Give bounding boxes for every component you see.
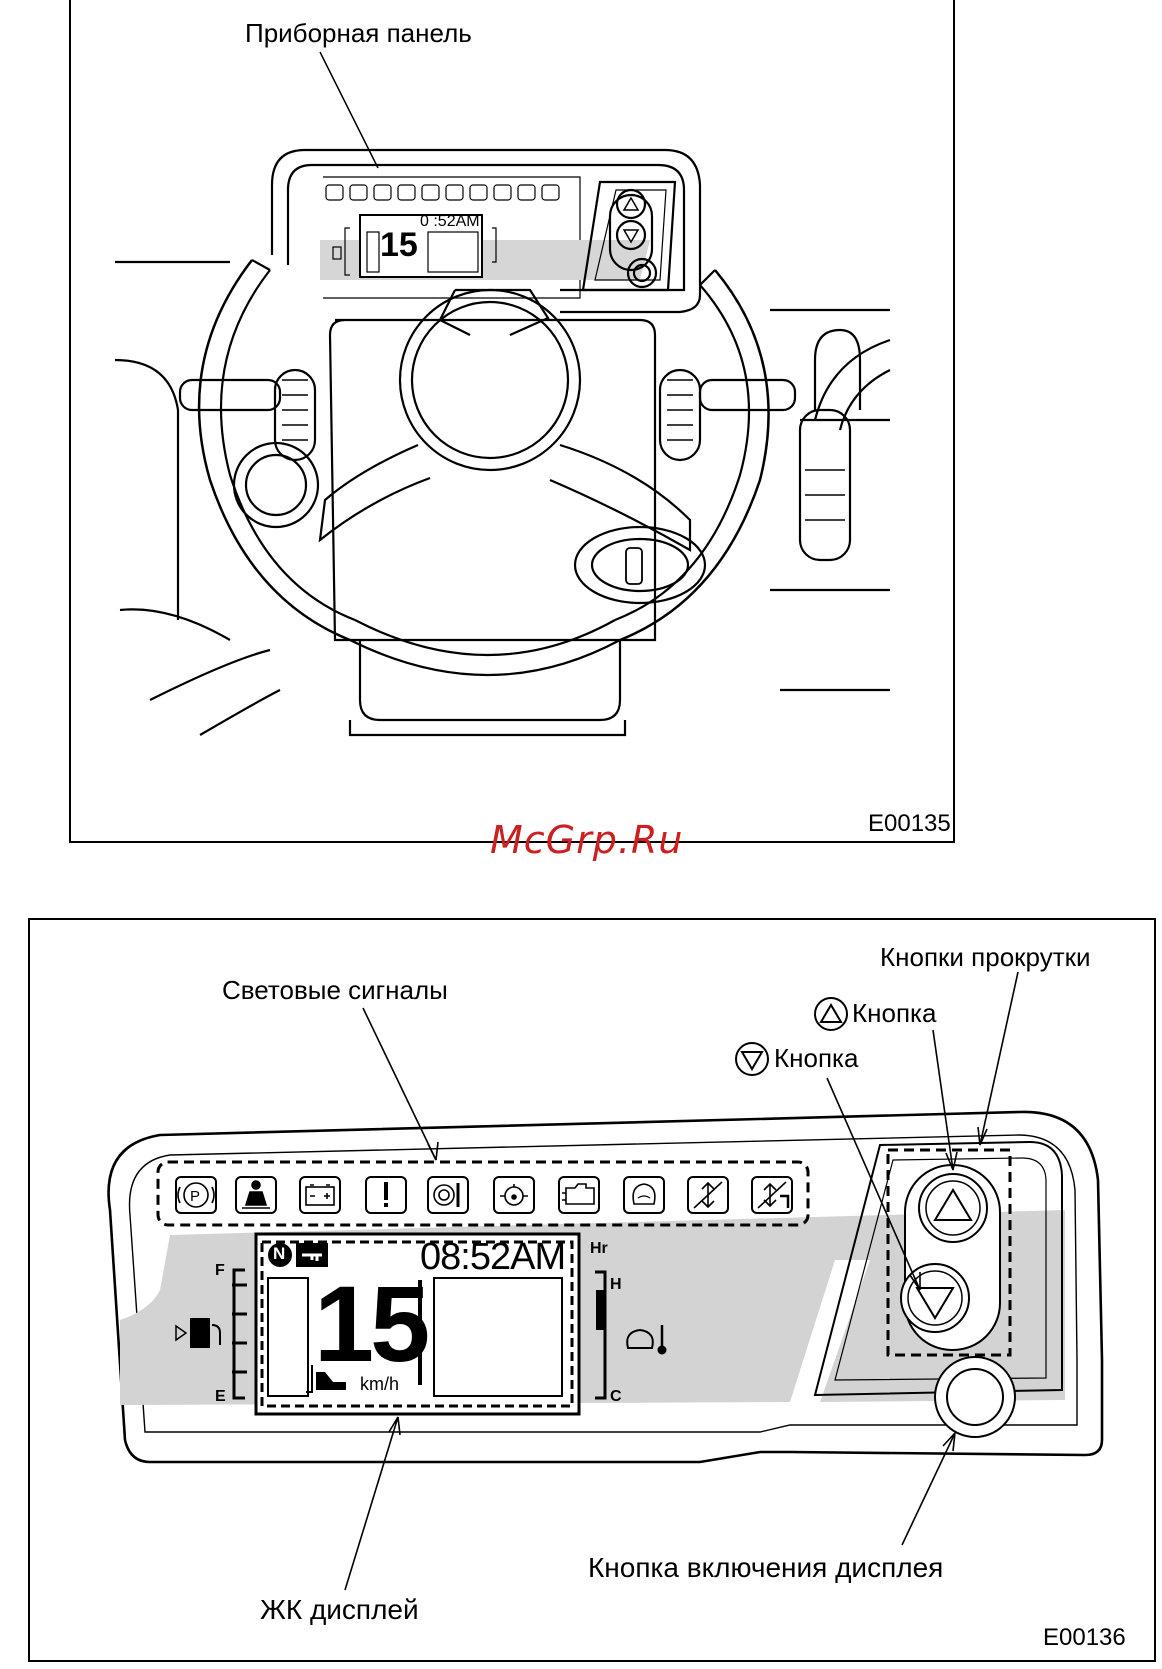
fuel-full-label: F — [215, 1262, 225, 1280]
lcd-neutral: N — [273, 1245, 285, 1262]
fig2-code: E00136 — [1043, 1624, 1126, 1652]
callout-signals: Световые сигналы — [222, 975, 448, 1006]
up-button-marker-icon — [815, 998, 847, 1030]
callout-lcd: ЖК дисплей — [260, 1594, 419, 1626]
fuel-empty-label: E — [215, 1388, 226, 1406]
callout-down-button: Кнопка — [774, 1043, 858, 1074]
lcd-time: 08:52AM — [420, 1238, 565, 1276]
lcd-speed-unit: km/h — [360, 1375, 399, 1393]
fuel-icon — [190, 1318, 210, 1348]
temp-hot-label: H — [610, 1276, 622, 1294]
svg-text:P: P — [190, 1188, 200, 1205]
temp-cold-label: C — [610, 1388, 622, 1406]
callout-display-button: Кнопка включения дисплея — [588, 1552, 943, 1584]
warning-icon — [384, 1182, 388, 1207]
lcd-speed: 15 — [314, 1270, 426, 1378]
callout-up-button: Кнопка — [852, 998, 936, 1029]
lcd-hours-label: Hr — [590, 1240, 608, 1258]
callout-scroll-buttons: Кнопки прокрутки — [880, 942, 1091, 973]
